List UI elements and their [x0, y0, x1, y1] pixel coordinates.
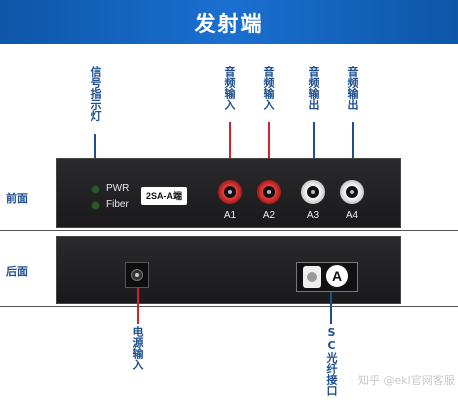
- model-plate: 2SA-A端: [141, 187, 187, 205]
- audio-in-2-label: 音频输入: [262, 66, 275, 110]
- rca-a4-icon: [340, 180, 364, 204]
- power-jack-icon: [125, 262, 149, 288]
- rca-a1-icon: [218, 180, 242, 204]
- pwr-led-icon: [91, 185, 100, 194]
- fiber-led-label: Fiber: [106, 199, 129, 210]
- sc-badge: A: [326, 265, 348, 287]
- power-input-label: 电源输入: [131, 326, 144, 370]
- watermark: 知乎 @ekl官网客服: [358, 374, 455, 387]
- port-label-a3: A3: [306, 210, 320, 221]
- port-label-a4: A4: [345, 210, 359, 221]
- rear-rail: [0, 306, 458, 307]
- rca-a3-icon: [301, 180, 325, 204]
- port-label-a2: A2: [262, 210, 276, 221]
- audio-in-1-label: 音频输入: [223, 66, 236, 110]
- port-label-a1: A1: [223, 210, 237, 221]
- audio-in-2-leader-line: [268, 122, 270, 178]
- sc-port-label: SC光纤接口: [325, 326, 338, 396]
- front-side-label: 前面: [6, 192, 28, 205]
- audio-out-1-leader-line: [313, 122, 315, 178]
- audio-out-2-label: 音频输出: [346, 66, 359, 110]
- audio-out-2-leader-line: [352, 122, 354, 178]
- rca-a2-icon: [257, 180, 281, 204]
- header-banner: 发射端: [0, 0, 458, 44]
- power-leader-line: [137, 288, 139, 324]
- audio-in-1-leader-line: [229, 122, 231, 178]
- fiber-led-icon: [91, 201, 100, 210]
- page-title: 发射端: [194, 12, 264, 36]
- sc-leader-line: [330, 292, 332, 324]
- sc-connector-icon: [303, 266, 321, 288]
- pwr-led-label: PWR: [106, 183, 130, 194]
- front-rail: [0, 230, 458, 231]
- audio-out-1-label: 音频输出: [307, 66, 320, 110]
- indicator-label: 信号指示灯: [89, 66, 102, 121]
- rear-side-label: 后面: [6, 265, 28, 278]
